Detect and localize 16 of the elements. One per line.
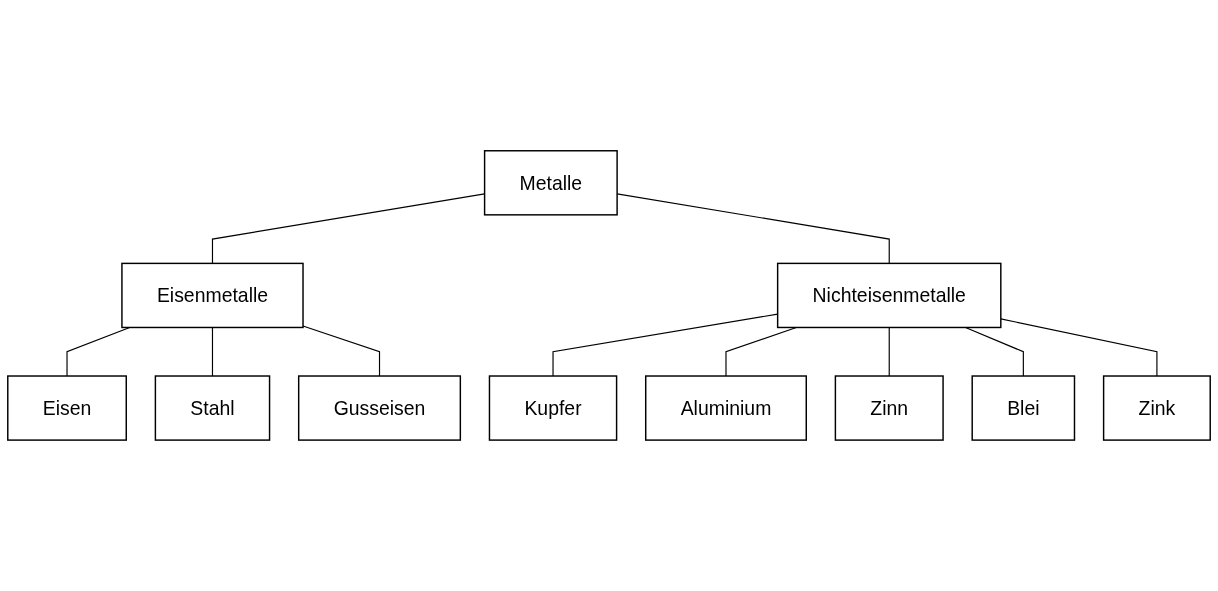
connector bbox=[211, 326, 214, 377]
node-box: Stahl bbox=[154, 375, 271, 441]
connector bbox=[302, 325, 381, 377]
node-box: Aluminium bbox=[645, 375, 807, 441]
node-box: Kupfer bbox=[488, 375, 618, 441]
node-box: Eisenmetalle bbox=[121, 262, 304, 329]
node-box: Nichteisenmetalle bbox=[776, 262, 1002, 329]
connector bbox=[725, 326, 797, 377]
connector bbox=[888, 326, 890, 377]
node-box: Metalle bbox=[483, 150, 618, 216]
connector bbox=[1000, 318, 1158, 377]
node-box: Zinn bbox=[834, 375, 944, 441]
node-box: Gusseisen bbox=[297, 375, 462, 441]
node-box: Blei bbox=[971, 375, 1076, 441]
node-box: Eisen bbox=[7, 375, 127, 441]
node-box: Zink bbox=[1102, 375, 1211, 441]
